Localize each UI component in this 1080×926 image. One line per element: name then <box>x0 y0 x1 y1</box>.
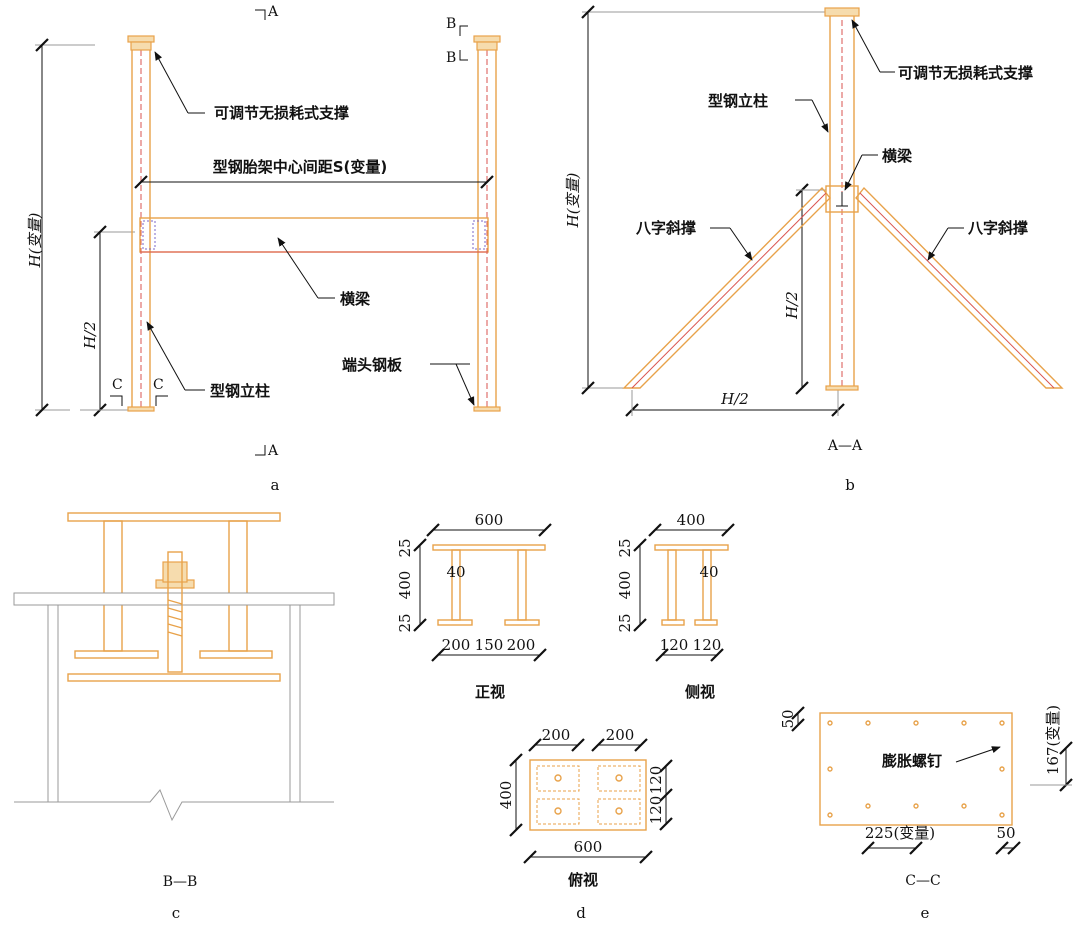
panel-c: B—B c <box>13 512 335 922</box>
side-width: 400 <box>677 511 706 529</box>
front-base-left: 200 <box>442 636 471 654</box>
beam-label: 横梁 <box>340 290 371 308</box>
section-b-top: B <box>446 16 456 32</box>
panel-c-caption: c <box>172 904 180 922</box>
side-base-left: 120 <box>660 636 689 654</box>
plan-right-bottom: 120 <box>647 796 665 825</box>
support-label: 可调节无损耗式支撑 <box>214 104 349 122</box>
b-support-label: 可调节无损耗式支撑 <box>898 64 1033 82</box>
side-middle: 400 <box>616 571 634 600</box>
panel-d: 600 25 400 25 40 200 150 200 正视 <box>396 511 735 922</box>
side-bottom: 25 <box>616 613 634 632</box>
front-width: 600 <box>475 511 504 529</box>
plan-title: 俯视 <box>568 871 598 889</box>
front-title: 正视 <box>475 683 505 701</box>
side-web: 40 <box>699 563 718 581</box>
front-view: 600 25 400 25 40 200 150 200 正视 <box>396 511 552 701</box>
plan-top-right: 200 <box>606 726 635 744</box>
b-beam-label: 横梁 <box>882 147 913 165</box>
height-label: H(变量) <box>26 212 44 268</box>
side-base-right: 120 <box>693 636 722 654</box>
e-bottom-right-dim: 50 <box>996 824 1015 842</box>
plan-height: 400 <box>497 781 515 810</box>
panel-e-caption: e <box>921 904 930 922</box>
e-section-label: C—C <box>905 873 940 889</box>
e-top-dim: 50 <box>779 709 797 728</box>
b-half-height-label: H/2 <box>783 291 801 320</box>
b-section-label: A—A <box>827 438 863 454</box>
c-section-label: B—B <box>163 874 198 890</box>
b-brace-right-label: 八字斜撑 <box>967 219 1028 237</box>
spacing-label: 型钢胎架中心间距S(变量) <box>213 158 388 176</box>
e-right-dim: 167(变量) <box>1044 705 1062 775</box>
section-c-left: C <box>112 377 123 393</box>
front-gap: 150 <box>475 636 504 654</box>
section-c-right: C <box>153 377 164 393</box>
section-a-top: A <box>267 4 279 20</box>
front-bottom: 25 <box>396 613 414 632</box>
front-base-right: 200 <box>507 636 536 654</box>
b-brace-left-label: 八字斜撑 <box>635 219 696 237</box>
panel-a-caption: a <box>271 476 280 494</box>
b-height-label: H(变量) <box>564 172 582 228</box>
plan-view: 200 200 400 120 120 <box>497 726 673 889</box>
front-top: 25 <box>396 538 414 557</box>
half-height-label: H/2 <box>81 321 99 350</box>
plan-right-top: 120 <box>647 766 665 795</box>
endplate-label: 端头钢板 <box>342 356 403 374</box>
panel-b-caption: b <box>845 476 855 494</box>
panel-a: H(变量) H/2 型钢胎架中心间距S(变量) 可调节无损耗式支撑 <box>26 4 501 494</box>
b-half-width-label: H/2 <box>720 390 749 408</box>
column-label: 型钢立柱 <box>210 382 270 400</box>
b-column-label: 型钢立柱 <box>708 92 768 110</box>
cross-beam <box>139 217 489 253</box>
section-a-bottom: A <box>267 443 279 459</box>
e-bottom-dim: 225(变量) <box>865 824 935 842</box>
section-b-bottom: B <box>446 50 456 66</box>
front-web: 40 <box>446 563 465 581</box>
panel-d-caption: d <box>576 904 586 922</box>
front-middle: 400 <box>396 571 414 600</box>
side-top: 25 <box>616 538 634 557</box>
plan-width: 600 <box>574 838 603 856</box>
bolt-label: 膨胀螺钉 <box>882 752 942 770</box>
plan-top-left: 200 <box>542 726 571 744</box>
side-title: 侧视 <box>685 683 715 701</box>
panel-b: H(变量) H/2 H/2 可调节无损耗式支撑 型钢立 <box>564 5 1064 494</box>
panel-e: 膨胀螺钉 50 167(变量) 225(变量) 50 C—C e <box>779 705 1073 922</box>
side-view: 400 25 400 25 40 120 120 侧视 <box>616 511 735 701</box>
